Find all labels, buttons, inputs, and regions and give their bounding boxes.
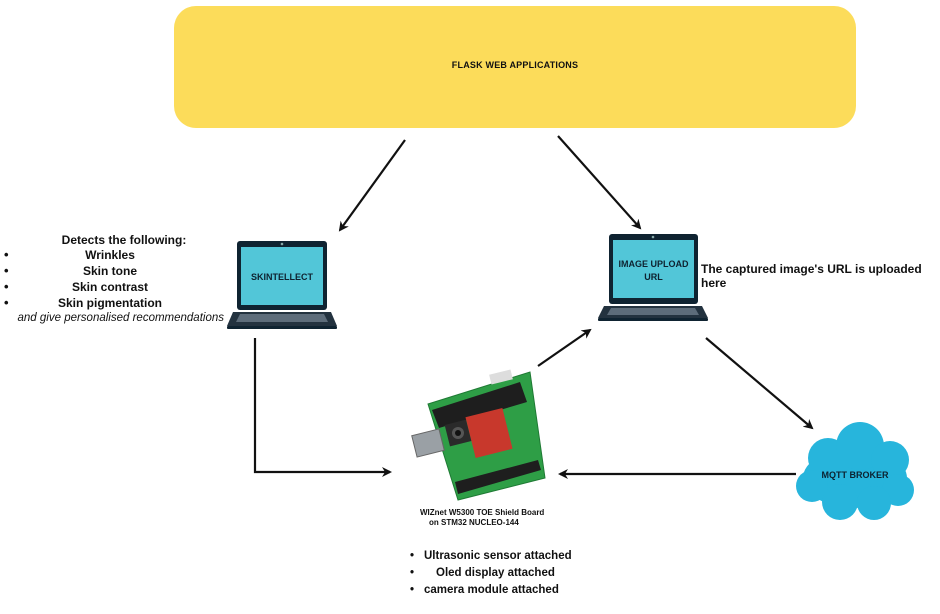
recommendation-note: and give personalised recommendations bbox=[17, 312, 224, 324]
arrow-board-to-upload bbox=[537, 328, 592, 367]
board-caption-line2: on STM32 NUCLEO-144 bbox=[429, 518, 519, 527]
banner-label: FLASK WEB APPLICATIONS bbox=[451, 60, 579, 70]
arrow-skintellect-to-board bbox=[253, 338, 392, 477]
skintellect-label: SKINTELLECT bbox=[251, 272, 313, 282]
laptop-right-icon bbox=[598, 234, 708, 321]
image-upload-label-line2: URL bbox=[644, 272, 663, 282]
detection-heading: Detects the following: bbox=[61, 233, 187, 247]
arrow-banner-to-upload bbox=[557, 135, 642, 230]
board-caption-line1: WIZnet W5300 TOE Shield Board bbox=[420, 508, 545, 517]
detection-list: Wrinkles Skin tone Skin contrast Skin pi… bbox=[4, 247, 224, 311]
detection-notes: Detects the following: Wrinkles Skin ton… bbox=[4, 233, 224, 324]
board-caption: WIZnet W5300 TOE Shield Board on STM32 N… bbox=[420, 508, 560, 528]
flask-web-applications-box: FLASK WEB APPLICATIONS bbox=[174, 6, 856, 128]
attachments-list: Ultrasonic sensor attached Oled display … bbox=[410, 548, 610, 599]
list-item: camera module attached bbox=[410, 582, 610, 599]
list-item: Oled display attached bbox=[410, 565, 610, 582]
mqtt-cloud-icon bbox=[796, 422, 914, 520]
list-item: Ultrasonic sensor attached bbox=[410, 548, 610, 565]
laptop-left-icon bbox=[227, 241, 337, 329]
board-attachments-notes: Ultrasonic sensor attached Oled display … bbox=[410, 548, 610, 599]
image-upload-url-label: IMAGE UPLOAD URL bbox=[613, 258, 694, 284]
image-upload-label-line1: IMAGE UPLOAD bbox=[618, 259, 689, 269]
list-item: Skin contrast bbox=[0, 279, 224, 295]
list-item: Skin pigmentation bbox=[0, 295, 224, 311]
wiznet-board-image bbox=[411, 369, 546, 501]
arrow-upload-to-mqtt bbox=[705, 337, 814, 430]
mqtt-broker-label: MQTT BROKER bbox=[821, 470, 889, 480]
upload-note: The captured image's URL is uploaded her… bbox=[701, 262, 922, 290]
list-item: Wrinkles bbox=[0, 247, 224, 263]
arrow-banner-to-skintellect bbox=[338, 139, 406, 232]
list-item: Skin tone bbox=[0, 263, 224, 279]
